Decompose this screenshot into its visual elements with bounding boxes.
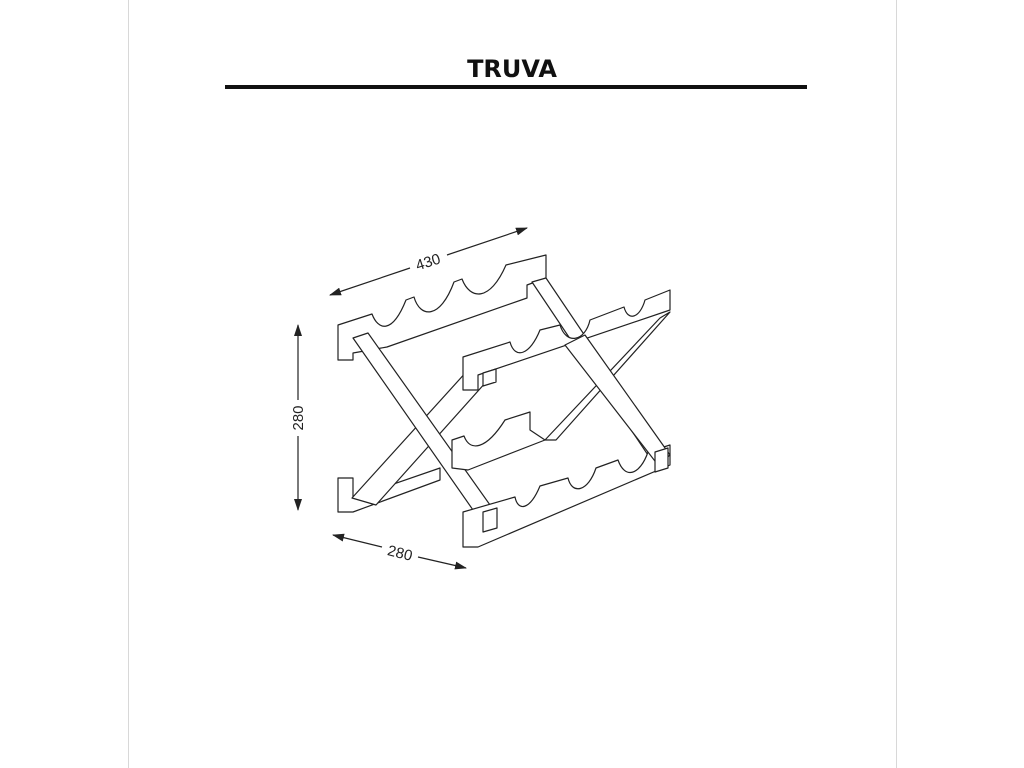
width-label: 430 [414, 251, 443, 275]
front-bottom-rail [462, 444, 671, 548]
title-underline [225, 85, 807, 89]
front-right-post [654, 447, 669, 473]
width-dim-line-a [329, 267, 411, 296]
middle-rail [451, 411, 546, 471]
back-top-rail [337, 254, 547, 361]
depth-dim-line-b [417, 556, 467, 570]
page-frame [128, 0, 897, 768]
leg-right-descending [564, 334, 671, 466]
front-bottom-post [482, 507, 498, 533]
depth-dim-line-a [332, 533, 383, 548]
width-dim-line-b [446, 227, 528, 256]
front-top-rail [462, 289, 671, 391]
height-label: 280 [290, 405, 307, 430]
front-top-post [482, 368, 497, 387]
depth-label: 280 [386, 542, 414, 565]
product-title: TRUVA [467, 55, 557, 83]
